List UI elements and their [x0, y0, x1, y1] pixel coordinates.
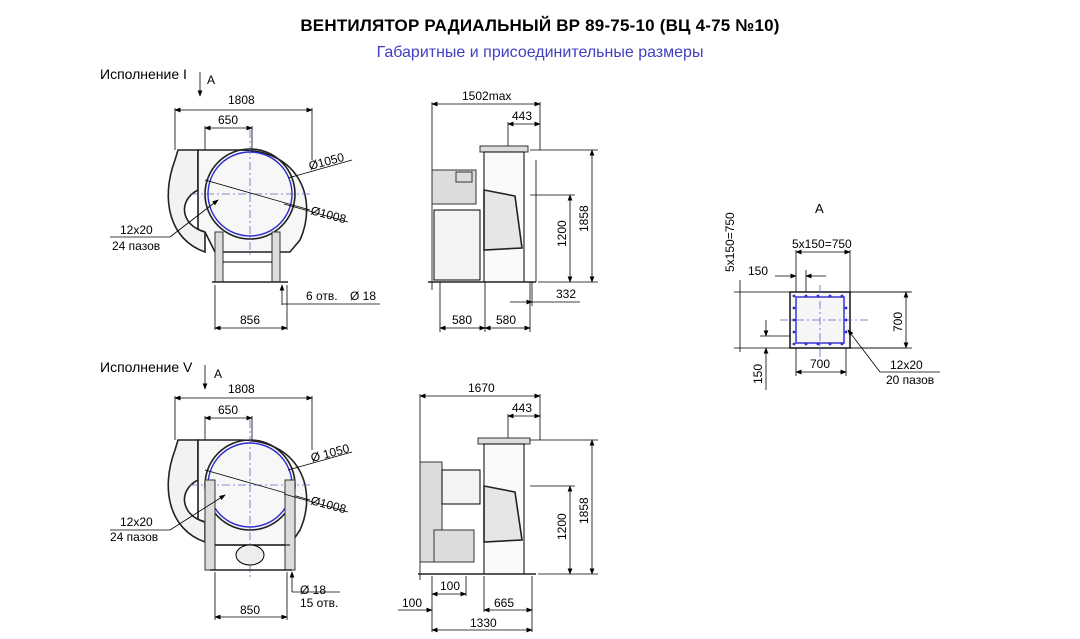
view-1-label: Исполнение I	[100, 66, 187, 82]
view-5-side: 1670 443 1200 1858 100 100 665 1330	[398, 381, 598, 633]
side-1-outlet-flange	[479, 145, 529, 153]
view-1-dim-d2: Ø1008	[309, 203, 348, 226]
side-5-dim-100a: 100	[440, 579, 460, 593]
flange-dim-700h: 700	[891, 312, 905, 332]
side-1-dim-outlet: 443	[512, 109, 532, 123]
side-5-dim-outlet: 443	[512, 401, 532, 415]
view-1-leg-right	[271, 231, 281, 283]
view-1-leg-left	[214, 231, 224, 283]
view-5-dim-d1: Ø 1050	[309, 441, 351, 465]
view-5-dim-inlet: 650	[218, 403, 238, 417]
side-1-dim-max: 1502max	[462, 89, 511, 103]
view-5-leg-right	[284, 479, 296, 571]
side-1-dim-332: 332	[556, 287, 576, 301]
view-1-side: 1502max 443 1200 1858 332 580 580	[428, 89, 598, 332]
view-1-dim-d1: Ø1050	[307, 150, 346, 173]
view-1-holes-b: 24 пазов	[112, 239, 160, 253]
view-1-dim-width: 1808	[228, 93, 255, 107]
side-5-dim-h2: 1858	[577, 497, 591, 524]
view-5-front: Исполнение V А 1808 650 Ø 1050 Ø1008 12x…	[100, 359, 353, 620]
side-5-dim-h1: 1200	[555, 513, 569, 540]
flange-view-a: А 5x150=750 5x150=750 150 700	[723, 201, 940, 390]
flange-dim-top: 5x150=750	[792, 237, 852, 251]
flange-holes-b: 20 пазов	[886, 373, 934, 387]
view-5-dim-width: 1808	[228, 382, 255, 396]
view-1-holes-a: 12x20	[120, 223, 153, 237]
view-5-arrow-label: А	[214, 367, 222, 381]
flange-dim-150b: 150	[751, 364, 765, 384]
flange-dim-150a: 150	[748, 264, 768, 278]
flange-label: А	[815, 201, 824, 216]
view-5-base-hole-d: Ø 18	[300, 583, 326, 597]
view-5-holes-a: 12x20	[120, 515, 153, 529]
side-5-motor	[433, 529, 475, 563]
view-1-base-hole-d: Ø 18	[350, 289, 376, 303]
side-1-dim-580b: 580	[496, 313, 516, 327]
drawing-subtitle: Габаритные и присоединительные размеры	[376, 44, 704, 61]
side-5-outlet-flange	[477, 437, 531, 445]
side-1-dim-580a: 580	[452, 313, 472, 327]
side-5-dim-100b: 100	[402, 596, 422, 610]
side-5-dim-total: 1670	[468, 381, 495, 395]
view-1-dim-base: 856	[240, 313, 260, 327]
view-1-base-holes: 6 отв.	[306, 289, 338, 303]
view-5-leg-left	[204, 479, 216, 571]
side-1-dim-h1: 1200	[555, 220, 569, 247]
flange-dim-700w: 700	[810, 357, 830, 371]
view-1-front: Исполнение I А 1808 650 Ø1050 Ø1008	[100, 66, 380, 331]
view-5-holes-b: 24 пазов	[110, 530, 158, 544]
view-5-base-holes: 15 отв.	[300, 596, 338, 610]
view-1-dim-inlet: 650	[218, 113, 238, 127]
flange-holes-a: 12x20	[890, 358, 923, 372]
side-1-dim-h2: 1858	[577, 205, 591, 232]
side-5-dim-1330: 1330	[470, 616, 497, 630]
side-1-motor-box	[455, 171, 473, 183]
flange-dim-left: 5x150=750	[723, 212, 737, 272]
drawing-title: ВЕНТИЛЯТОР РАДИАЛЬНЫЙ ВР 89-75-10 (ВЦ 4-…	[300, 16, 780, 35]
view-1-arrow-label: А	[207, 73, 215, 87]
side-5-dim-665: 665	[494, 596, 514, 610]
view-5-dim-d2: Ø1008	[309, 493, 348, 516]
view-5-label: Исполнение V	[100, 359, 193, 375]
view-5-dim-base: 850	[240, 603, 260, 617]
